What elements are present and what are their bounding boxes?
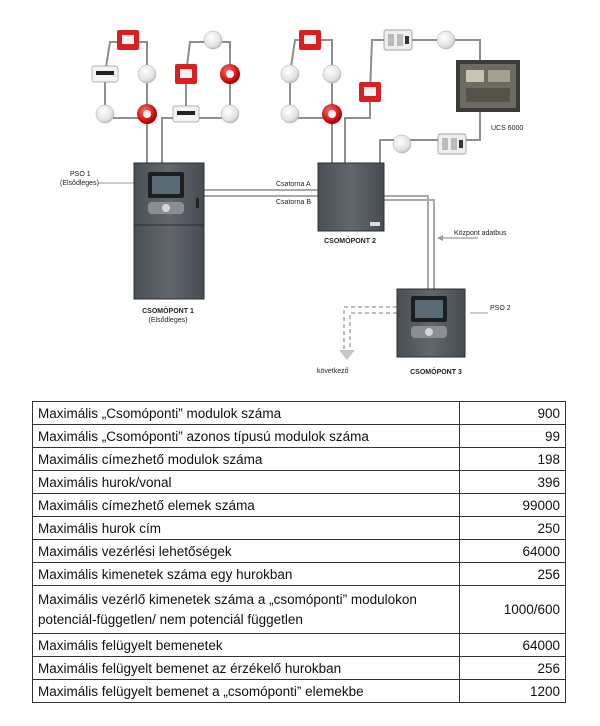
detector-icon [203,30,223,50]
row-value: 99 [459,424,566,448]
row-label: Maximális „Csomóponti” modulok száma [32,401,460,425]
channel-a-label: Csatorna A [276,181,311,188]
next-node-path [343,306,397,350]
row-value: 250 [459,516,566,540]
row-value: 900 [459,401,566,425]
row-value: 64000 [459,633,566,657]
detector-icon [280,64,300,84]
row-value: 396 [459,470,566,494]
mcp-icon [175,64,197,84]
row-label: Maximális kimenetek száma egy hurokban [32,562,460,586]
bus-arrow [437,235,478,241]
detector-icon [280,104,300,124]
pso1-sub-label: (Elsődleges) [60,180,99,187]
row-label: Maximális „Csomóponti” azonos típusú mod… [32,424,460,448]
next-arrow-icon [339,350,355,360]
sounder-icon [137,104,157,124]
table-row: Maximális felügyelt bemenet az érzékelő … [32,656,566,680]
row-label: Maximális felügyelt bemenet az érzékelő … [32,656,460,680]
row-label: Maximális hurok/vonal [32,470,460,494]
node1-sub-label: (Elsődleges) [149,317,188,324]
row-value: 1200 [459,679,566,703]
row-value: 1000/600 [459,585,566,634]
node2-cabinet [317,162,385,232]
node1-label: CSOMÓPONT 1 [142,306,194,315]
pso1-label: PSO 1 [70,171,91,178]
row-label: Maximális felügyelt bemenet a „csomópont… [32,679,460,703]
pso2-label: PSO 2 [490,305,511,312]
table-row: Maximális vezérlő kimenetek száma a „cso… [32,585,566,634]
mcp-icon [299,30,321,50]
module-icon [172,105,200,123]
row-label: Maximális címezhető modulok száma [32,447,460,471]
node1-cabinet [133,162,205,300]
sounder-icon [220,64,240,84]
detector-icon [220,104,240,124]
row-label: Maximális címezhető elemek száma [32,493,460,517]
row-label: Maximális vezérlő kimenetek száma a „cso… [32,585,460,634]
module-icon [91,65,119,83]
detector-icon [392,134,412,154]
row-value: 198 [459,447,566,471]
table-row: Maximális felügyelt bemenet a „csomópont… [32,679,566,703]
ucs-label: UCS 6000 [491,125,523,132]
row-label: Maximális vezérlési lehetőségek [32,539,460,563]
sounder-icon [322,104,342,124]
node3-label: CSOMÓPONT 3 [410,367,462,376]
row-label: Maximális felügyelt bemenetek [32,633,460,657]
central-bus-label: Központ adatbus [454,230,507,237]
io-module-icon [383,29,413,51]
detector-icon [137,64,157,84]
node3-cabinet [396,288,466,358]
detector-icon [436,30,456,50]
table-row: Maximális „Csomóponti” azonos típusú mod… [32,424,566,448]
next-label: következő [317,368,349,375]
node1-loops [104,41,231,165]
row-value: 256 [459,562,566,586]
detector-icon [322,64,342,84]
detector-icon [95,104,115,124]
network-diagram: PSO 1 (Elsődleges) Csatorna A Csatorna B… [60,29,523,376]
mcp-icon [117,30,139,50]
node2-label: CSOMÓPONT 2 [324,236,376,245]
row-value: 99000 [459,493,566,517]
mcp-icon [359,82,381,102]
row-label: Maximális hurok cím [32,516,460,540]
channel-b-label: Csatorna B [276,199,311,206]
io-module-icon [437,133,467,155]
row-value: 64000 [459,539,566,563]
ucs-panel-icon [456,60,520,112]
row-value: 256 [459,656,566,680]
